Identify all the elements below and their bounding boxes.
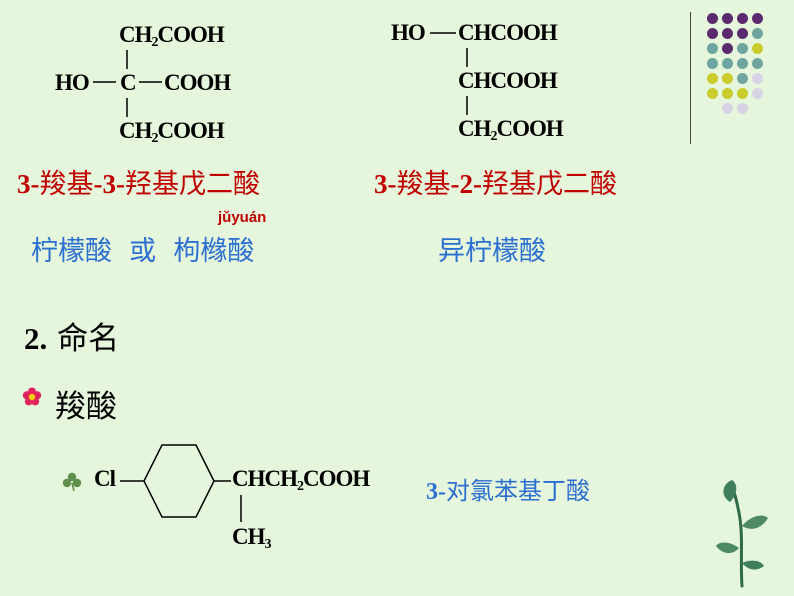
decorative-dot	[752, 58, 763, 69]
citric-bottom-group: CH2COOH	[119, 118, 225, 146]
decorative-dot	[707, 73, 718, 84]
decorative-dot	[722, 73, 733, 84]
decorative-dot	[737, 13, 748, 24]
decorative-dot	[707, 58, 718, 69]
plant-sprout-icon	[716, 480, 768, 588]
section-title: 命名	[57, 321, 120, 357]
decorative-dot	[707, 43, 718, 54]
isocitric-systematic-name: 3-羧基-2-羟基戊二酸	[374, 162, 617, 201]
chlorine-atom: Cl	[94, 466, 116, 491]
pinyin-annotation: jǔyuán	[218, 209, 267, 226]
citric-part-1: 羧基	[39, 169, 94, 200]
citric-top-group: CH2COOH	[119, 22, 225, 50]
methyl-group: CH3	[232, 524, 272, 552]
isocitric-part-1: 羧基	[396, 169, 451, 200]
citric-part-2: 羟基戊二酸	[124, 169, 260, 200]
isocitric-locant-1: 3-	[374, 169, 397, 199]
citric-center-carbon: C	[120, 70, 137, 95]
citric-locant-2: -3-	[93, 169, 125, 199]
isocitric-common-name: 异柠檬酸	[438, 236, 546, 267]
decorative-dot	[722, 88, 733, 99]
decorative-dot	[707, 13, 718, 24]
decorative-dot	[722, 13, 733, 24]
citric-right-cooh: COOH	[164, 70, 231, 95]
isocitric-mid-chcooh: CHCOOH	[458, 68, 558, 93]
decorative-dot	[737, 28, 748, 39]
decorative-dot	[752, 13, 763, 24]
clover-bullet-icon	[62, 472, 82, 492]
decorative-dot	[707, 28, 718, 39]
isocitric-top-chcooh: CHCOOH	[458, 20, 558, 45]
decorative-dot	[752, 88, 763, 99]
butanoic-chain: CHCH2COOH	[232, 466, 370, 494]
chlorophenyl-locant: 3-	[426, 479, 446, 505]
decorative-dot	[737, 73, 748, 84]
decorative-dot	[722, 58, 733, 69]
isocitric-ho: HO	[391, 20, 426, 45]
subsection-title: 羧酸	[55, 389, 117, 425]
isocitric-locant-2: -2-	[450, 169, 482, 199]
citric-systematic-name: 3-羧基-3-羟基戊二酸	[17, 162, 260, 201]
section-number: 2.	[24, 321, 48, 356]
flower-bullet-icon	[22, 387, 42, 406]
decorative-dot	[737, 88, 748, 99]
decorative-dot	[722, 28, 733, 39]
isocitric-part-2: 羟基戊二酸	[481, 169, 617, 200]
decorative-dot	[707, 88, 718, 99]
vertical-divider	[690, 12, 691, 144]
citric-ho: HO	[55, 70, 90, 95]
decorative-dot	[722, 103, 733, 114]
decorative-dot	[752, 43, 763, 54]
decorative-dot	[722, 43, 733, 54]
decorative-dot	[737, 43, 748, 54]
isocitric-bottom-group: CH2COOH	[458, 116, 564, 144]
citric-locant-1: 3-	[17, 169, 40, 199]
decorative-dot	[737, 103, 748, 114]
section-heading: 2. 命名	[24, 313, 119, 358]
decorative-dot	[752, 28, 763, 39]
chlorophenyl-name: 3-对氯苯基丁酸	[426, 471, 590, 506]
decorative-dot	[737, 58, 748, 69]
decorative-dot	[752, 73, 763, 84]
chlorophenyl-name-text: 对氯苯基丁酸	[446, 477, 590, 505]
citric-common-name: 柠檬酸 或 枸橼酸	[31, 236, 255, 267]
